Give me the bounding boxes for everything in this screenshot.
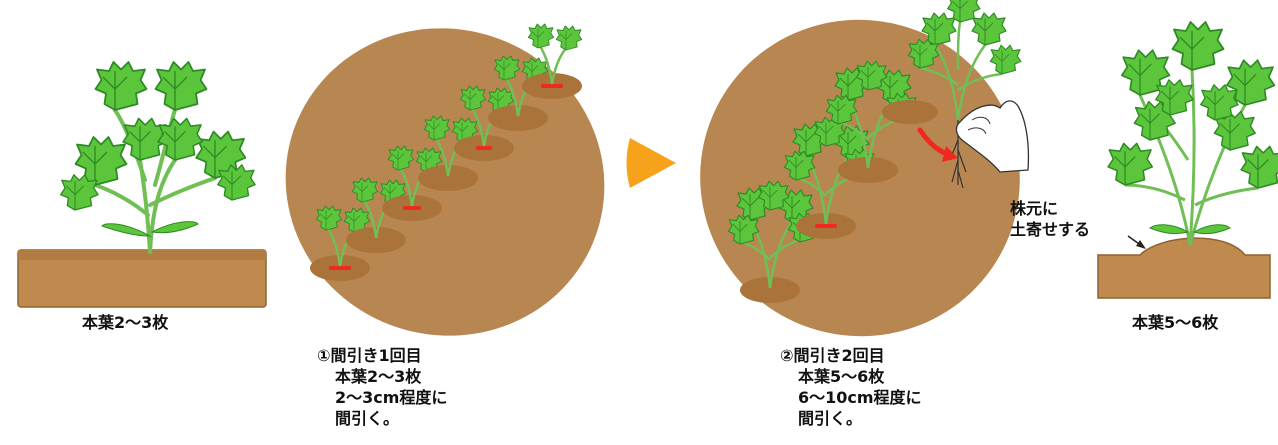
step1-spacing: 2〜3cm程度に [335, 388, 448, 407]
left-seedling-panel [17, 61, 267, 308]
step1-action: 間引く。 [335, 409, 400, 428]
step2-spacing: 6〜10cm程度に [798, 388, 922, 407]
step1-description: ①間引き1回目 本葉2〜3枚 2〜3cm程度に 間引く。 [317, 345, 447, 429]
step2-title: ②間引き2回目 [780, 346, 885, 365]
right-caption: 本葉5〜6枚 [1132, 313, 1219, 332]
step2-leaves: 本葉5〜6枚 [798, 367, 885, 386]
hilling-note: 株元に 土寄せする [1010, 198, 1090, 240]
hilling-note-line2: 土寄せする [1010, 220, 1091, 239]
step1-leaves: 本葉2〜3枚 [335, 367, 422, 386]
seedling-plant-small [60, 61, 256, 254]
right-plant-panel [1097, 21, 1278, 299]
hilling-note-line1: 株元に [1010, 199, 1059, 218]
step1-seedling-row [310, 23, 583, 281]
soil-mound-right [1097, 237, 1271, 299]
step2-action: 間引く。 [798, 409, 863, 428]
pulled-seedling [907, 0, 1022, 189]
step2-oval [700, 0, 1030, 337]
root-lines [949, 120, 967, 189]
left-caption: 本葉2〜3枚 [82, 313, 169, 332]
step2-seedling-row [727, 0, 1030, 303]
step2-description: ②間引き2回目 本葉5〜6枚 6〜10cm程度に 間引く。 [780, 345, 922, 429]
step1-title: ①間引き1回目 [317, 346, 422, 365]
step1-oval [285, 23, 605, 336]
triangle-right-icon [626, 138, 676, 188]
mature-plant [1107, 21, 1278, 246]
